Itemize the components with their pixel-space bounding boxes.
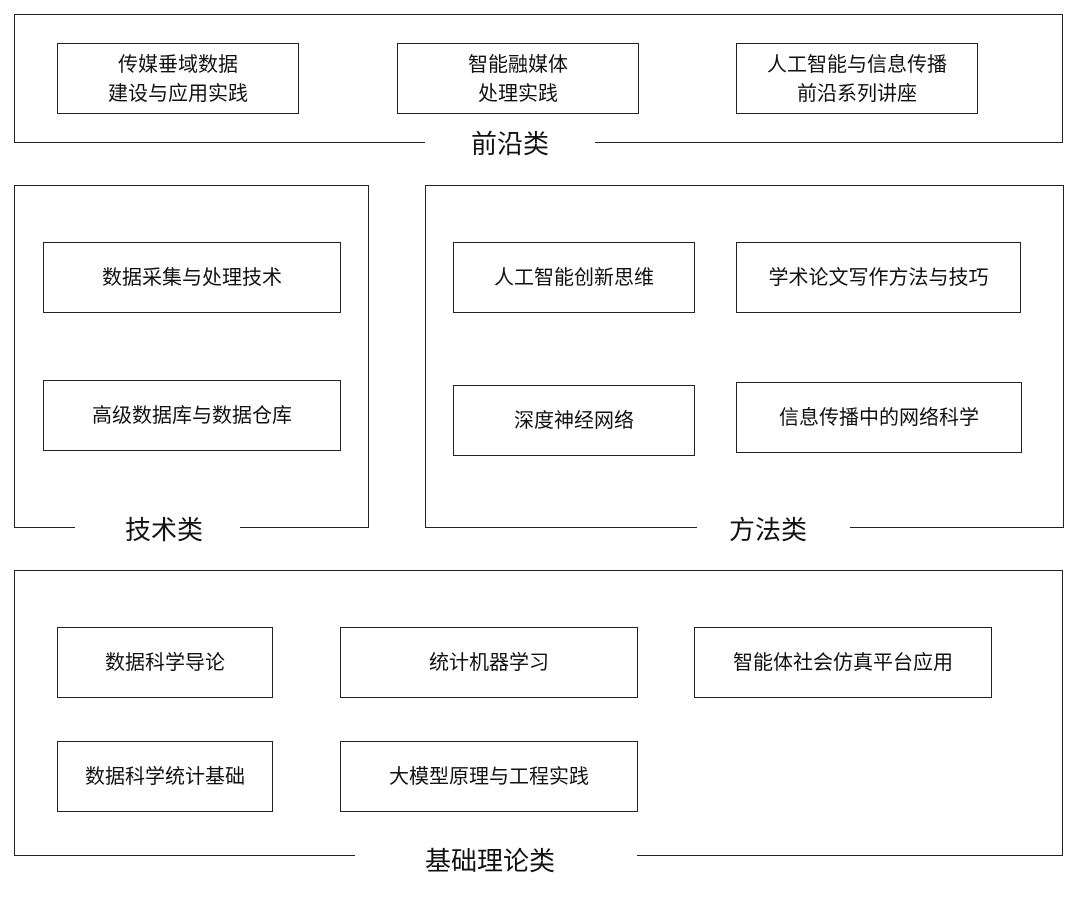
divider xyxy=(14,855,355,856)
divider xyxy=(637,855,1063,856)
course-box: 信息传播中的网络科学 xyxy=(736,382,1022,453)
divider xyxy=(595,142,1063,143)
course-box: 传媒垂域数据 建设与应用实践 xyxy=(57,43,299,114)
section-title-frontier: 前沿类 xyxy=(470,130,549,160)
section-title-method: 方法类 xyxy=(728,516,807,546)
course-box: 深度神经网络 xyxy=(453,385,695,456)
course-box: 统计机器学习 xyxy=(340,627,638,698)
course-box: 智能体社会仿真平台应用 xyxy=(694,627,992,698)
section-technical xyxy=(14,185,369,528)
section-title-foundation: 基础理论类 xyxy=(424,847,555,877)
divider xyxy=(240,527,369,528)
course-box: 人工智能创新思维 xyxy=(453,242,695,313)
course-box: 学术论文写作方法与技巧 xyxy=(736,242,1021,313)
divider xyxy=(850,527,1064,528)
course-box: 智能融媒体 处理实践 xyxy=(397,43,639,114)
course-box: 数据科学导论 xyxy=(57,627,273,698)
section-title-technical: 技术类 xyxy=(124,516,203,546)
divider xyxy=(425,527,697,528)
course-box: 数据科学统计基础 xyxy=(57,741,273,812)
course-box: 大模型原理与工程实践 xyxy=(340,741,638,812)
divider xyxy=(14,142,425,143)
course-box: 人工智能与信息传播 前沿系列讲座 xyxy=(736,43,978,114)
section-frontier xyxy=(14,14,1063,143)
course-box: 高级数据库与数据仓库 xyxy=(43,380,341,451)
course-box: 数据采集与处理技术 xyxy=(43,242,341,313)
section-method xyxy=(425,185,1064,528)
divider xyxy=(14,527,75,528)
section-foundation xyxy=(14,570,1063,856)
